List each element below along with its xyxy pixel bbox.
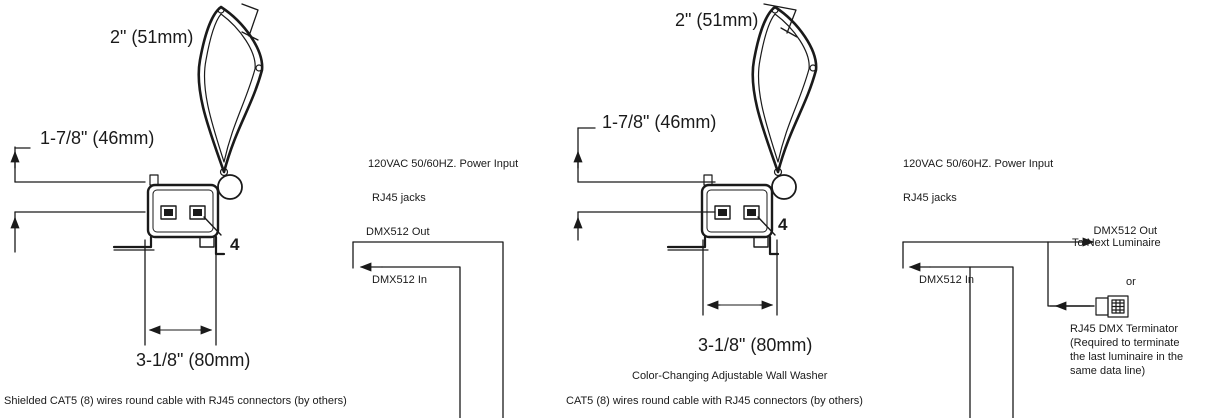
terminator-line3: the last luminaire in the [1070, 351, 1184, 363]
right-jacks-label: RJ45 jacks [903, 192, 957, 204]
right-power-label: 120VAC 50/60HZ. Power Input [903, 158, 1054, 170]
left-dmx-in-label: DMX512 In [372, 274, 428, 286]
left-power-label: 120VAC 50/60HZ. Power Input [368, 158, 519, 170]
rj45-terminator-drawing [1095, 295, 1129, 318]
terminator-line2: (Required to terminate [1070, 337, 1180, 349]
left-dmx-lines [352, 241, 504, 418]
left-cable-label: Shielded CAT5 (8) wires round cable with… [4, 395, 347, 407]
right-dmx-lines [902, 237, 1095, 418]
terminator-line4: same data line) [1070, 365, 1146, 377]
left-jacks-label: RJ45 jacks [372, 192, 426, 204]
right-callout-number: 4 [778, 215, 788, 234]
dmx-out-line2: To Next Luminaire [1072, 237, 1161, 249]
right-dim-width: 3-1/8" (80mm) [698, 335, 813, 355]
left-callout-number: 4 [230, 235, 240, 254]
left-dim-top: 2" (51mm) [110, 27, 194, 47]
or-label: or [1126, 276, 1136, 288]
left-dim-height: 1-7/8" (46mm) [40, 128, 155, 148]
left-dmx-out-label: DMX512 Out [366, 226, 430, 238]
right-dimension-lines [573, 3, 798, 316]
right-cable-label: CAT5 (8) wires round cable with RJ45 con… [566, 395, 863, 407]
left-dimension-lines [10, 3, 259, 346]
terminator-label: RJ45 DMX Terminator (Required to termina… [1070, 322, 1183, 378]
right-dmx-out-label: DMX512 Out To Next Luminaire [1072, 225, 1161, 249]
right-dim-top: 2" (51mm) [675, 10, 759, 30]
product-name: Color-Changing Adjustable Wall Washer [632, 370, 828, 382]
left-dim-width: 3-1/8" (80mm) [136, 350, 251, 370]
dmx-out-line1: DMX512 Out [1093, 225, 1158, 237]
terminator-line1: RJ45 DMX Terminator [1070, 323, 1178, 335]
right-dim-height: 1-7/8" (46mm) [602, 112, 717, 132]
right-dmx-in-label: DMX512 In [919, 274, 975, 286]
